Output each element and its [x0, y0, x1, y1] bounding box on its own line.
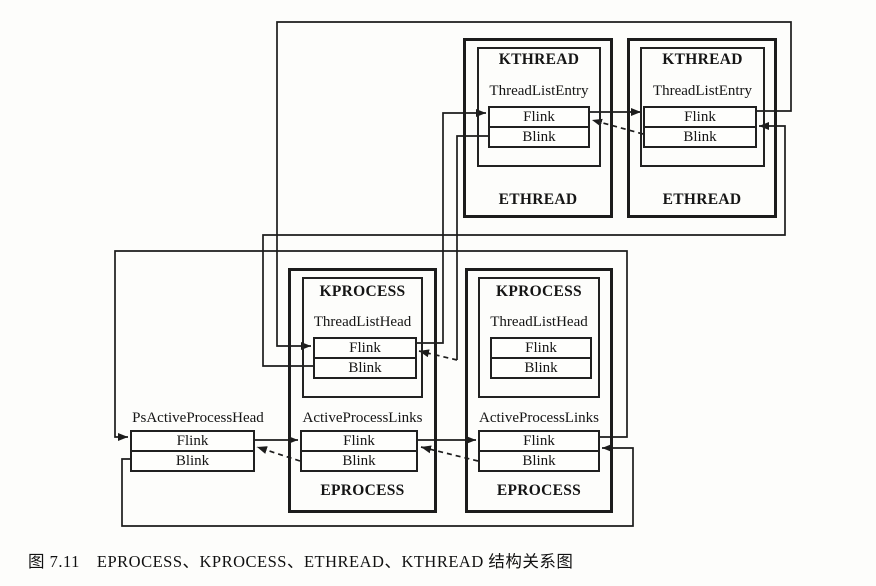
kthread1-flink-cell: Flink [523, 108, 555, 125]
eprocess1-activeprocesslinks-listentry: Flink Blink [300, 430, 418, 472]
kprocess2-blink-cell: Blink [492, 357, 590, 377]
wire-eprocess2-blink-to-eprocess1 [420, 445, 479, 462]
kprocess1-title: KPROCESS [319, 283, 406, 300]
eprocess2-activeprocesslinks-label: ActiveProcessLinks [479, 410, 599, 426]
pshead-blink-cell: Blink [132, 450, 253, 470]
wire-eprocess2-flink-to-pshead [114, 250, 628, 441]
pshead-flink-cell: Flink [176, 432, 209, 449]
eprocess2-activeprocesslinks-listentry: Flink Blink [478, 430, 600, 472]
kprocess1-threadlisthead-listentry: Flink Blink [313, 337, 417, 379]
kprocess2-title: KPROCESS [496, 283, 582, 300]
kprocess2-flink-cell: Flink [525, 339, 557, 356]
wire-kthread1-blink-to-threadlisthead [418, 349, 458, 361]
wire-kthread2-flink-to-threadlisthead [276, 21, 792, 350]
kthread1-blink-cell: Blink [490, 126, 588, 146]
kprocess1-flink-cell: Flink [349, 339, 381, 356]
kthread1-title: KTHREAD [498, 51, 580, 68]
psactiveprocesshead-listentry: Flink Blink [130, 430, 255, 472]
kthread2-blink-cell: Blink [645, 126, 755, 146]
eprocess1-activeprocesslinks-label: ActiveProcessLinks [302, 410, 423, 426]
eprocess2-flink-cell: Flink [523, 432, 555, 449]
ethread1-title: ETHREAD [498, 191, 578, 208]
eprocess1-title: EPROCESS [320, 482, 405, 499]
kprocess2-box [478, 277, 600, 398]
kthread2-title: KTHREAD [662, 51, 743, 68]
ethread2-title: ETHREAD [662, 191, 742, 208]
eprocess1-blink-cell: Blink [302, 450, 416, 470]
kthread1-box [477, 47, 601, 167]
kthread2-threadlistentry-label: ThreadListEntry [652, 83, 753, 99]
figure-caption: 图 7.11 EPROCESS、KPROCESS、ETHREAD、KTHREAD… [28, 552, 574, 571]
kthread2-threadlistentry-listentry: Flink Blink [643, 106, 757, 148]
kprocess1-box [302, 277, 423, 398]
eprocess2-title: EPROCESS [496, 482, 582, 499]
kthread2-box [640, 47, 765, 167]
psactiveprocesshead-label: PsActiveProcessHead [132, 410, 264, 426]
eprocess2-blink-cell: Blink [480, 450, 598, 470]
eprocess1-box [288, 268, 437, 513]
eprocess1-flink-cell: Flink [343, 432, 375, 449]
wire-pshead-blink-to-eprocess2 [121, 444, 634, 527]
ethread2-box [627, 38, 777, 218]
kthread1-threadlistentry-listentry: Flink Blink [488, 106, 590, 148]
kprocess2-threadlisthead-listentry: Flink Blink [490, 337, 592, 379]
eprocess2-box [465, 268, 613, 513]
wire-eprocess1-blink-to-pshead [256, 446, 301, 462]
kthread1-threadlistentry-label: ThreadListEntry [489, 83, 589, 99]
wire-threadlisthead-blink-to-kthread2 [262, 122, 786, 367]
kprocess1-threadlisthead-label: ThreadListHead [313, 314, 412, 330]
ethread1-box [463, 38, 613, 218]
kprocess1-blink-cell: Blink [315, 357, 415, 377]
kprocess2-threadlisthead-label: ThreadListHead [490, 314, 588, 330]
kthread2-flink-cell: Flink [684, 108, 716, 125]
